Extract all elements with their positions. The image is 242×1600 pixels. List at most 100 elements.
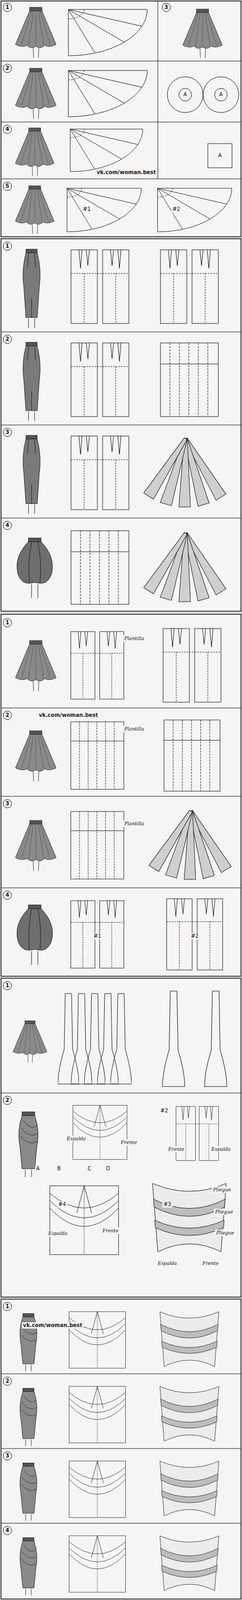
illustration-circle xyxy=(3,1526,12,1536)
callout-number: 3 xyxy=(164,4,169,11)
callout-number: 1 xyxy=(5,243,10,250)
callout-number: 5 xyxy=(5,183,10,190)
illustration-use xyxy=(143,435,226,508)
illustration-use xyxy=(57,993,79,1085)
illustration-use xyxy=(143,529,226,602)
point-label: #4 xyxy=(57,1201,68,1208)
illustration-circle xyxy=(3,1302,12,1312)
illustration-use xyxy=(159,1536,219,1591)
illustration-use xyxy=(163,628,221,703)
illustration-use xyxy=(16,905,53,966)
illustration-use xyxy=(15,820,56,872)
watermark: vk.com/woman.best xyxy=(95,169,158,176)
illustration-use xyxy=(157,188,232,233)
illustration-circle xyxy=(3,3,12,12)
point-label: #2 xyxy=(171,206,182,213)
illustration-rect xyxy=(207,143,233,168)
callout-number: 3 xyxy=(5,800,10,808)
illustration-use xyxy=(68,70,148,117)
illustration-use xyxy=(68,1461,126,1518)
illustration-use xyxy=(49,1186,119,1256)
illustration-path xyxy=(1,1,241,1524)
illustration-use xyxy=(71,343,129,417)
illustration-rect xyxy=(1,978,241,1298)
illustration-use xyxy=(19,1538,37,1597)
illustration-use xyxy=(23,342,41,421)
illustration-use xyxy=(71,436,129,510)
illustration-use xyxy=(71,900,125,968)
watermark: vk.com/woman.best xyxy=(22,1322,84,1329)
illustration-use xyxy=(73,1105,128,1161)
callout-number: 2 xyxy=(5,65,10,72)
illustration-circle xyxy=(3,64,12,73)
illustration-use xyxy=(162,991,185,1087)
illustration-circle xyxy=(167,76,204,113)
illustration-use xyxy=(160,343,219,417)
illustration-circle xyxy=(214,88,228,102)
illustration-circle xyxy=(3,799,12,809)
illustration-use xyxy=(71,631,125,700)
illustration-use xyxy=(68,1312,126,1369)
piece-label: Espalda xyxy=(65,1135,87,1143)
point-label: #1 xyxy=(82,206,93,213)
illustration-use xyxy=(16,538,53,599)
piece-label: Frente xyxy=(167,1146,186,1153)
illustration-use xyxy=(68,1536,126,1593)
callout-number: 3 xyxy=(5,429,10,436)
callout-number: 2 xyxy=(5,336,10,343)
illustration-use xyxy=(204,991,227,1087)
piece-label: Plantilla xyxy=(123,635,146,642)
piece-label: Plantilla xyxy=(123,820,146,828)
piece-label: Frente xyxy=(119,1139,139,1146)
illustration-use xyxy=(13,1021,47,1064)
illustration-circle xyxy=(3,1096,12,1105)
illustration-use xyxy=(71,530,129,605)
illustration-circle xyxy=(3,182,12,191)
illustration-use xyxy=(68,9,148,56)
illustration-use xyxy=(15,185,55,234)
illustration-use xyxy=(66,188,141,233)
callout-number: 3 xyxy=(5,1453,10,1460)
illustration-use xyxy=(23,435,41,514)
illustration-use xyxy=(68,1386,126,1444)
illustration-use xyxy=(15,7,56,58)
piece-label: Pliegue xyxy=(215,1229,236,1237)
illustration-use xyxy=(164,720,220,792)
illustration-use xyxy=(15,730,56,782)
callout-number: 4 xyxy=(5,126,10,133)
point-label: #2 xyxy=(159,1107,170,1115)
illustration-circle xyxy=(3,618,12,628)
illustration-circle xyxy=(3,1377,12,1386)
callout-number: 4 xyxy=(5,1527,10,1535)
illustration-use xyxy=(166,899,223,971)
callout-number: 1 xyxy=(5,4,10,11)
callout-number: 1 xyxy=(5,619,10,627)
illustration-use xyxy=(159,1312,219,1367)
illustration-use xyxy=(97,993,119,1085)
illustration-use xyxy=(19,1463,37,1522)
point-label: C xyxy=(86,1165,93,1173)
illustration-use xyxy=(15,68,56,119)
illustration-circle xyxy=(203,76,239,113)
illustration-circle xyxy=(178,88,192,102)
illustration-use xyxy=(71,249,129,324)
callout-number: 2 xyxy=(5,1097,10,1104)
illustration-use xyxy=(19,1388,37,1447)
illustration-use xyxy=(84,993,106,1085)
illustration-use xyxy=(148,807,231,880)
illustration-use xyxy=(159,1461,219,1517)
illustration-circle xyxy=(3,891,12,900)
illustration-use xyxy=(15,640,56,692)
piece-label: Espalda xyxy=(47,1230,69,1237)
point-label: A xyxy=(35,1165,42,1173)
illustration-use xyxy=(182,8,223,58)
piece-label: Frente xyxy=(201,1260,220,1267)
illustration-g xyxy=(3,3,239,1536)
illustration-use xyxy=(152,1183,227,1253)
callout-number: 4 xyxy=(5,892,10,899)
illustration-use xyxy=(23,249,41,328)
illustration-use xyxy=(71,811,125,880)
illustration-use xyxy=(71,721,125,790)
